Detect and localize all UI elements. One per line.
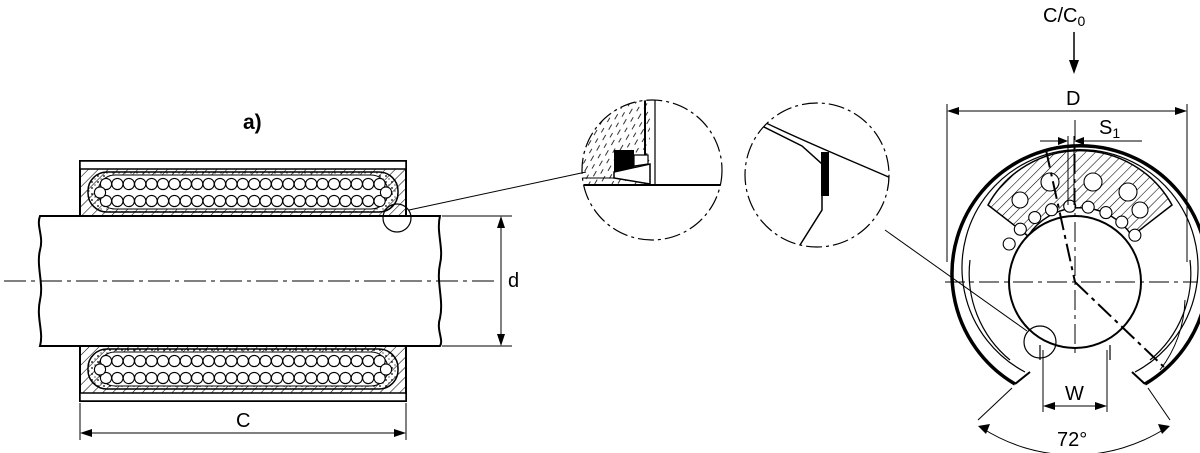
ball-row-bottom xyxy=(93,354,393,385)
detail-seal-1 xyxy=(581,99,723,241)
dim-label-D: D xyxy=(1066,88,1080,110)
outer-ring xyxy=(950,144,1200,386)
ball-row-top xyxy=(93,177,393,208)
front-view: C/C0 D S1 W 72° xyxy=(884,5,1200,453)
load-label: C/C0 xyxy=(1043,5,1085,29)
dim-label-s1: S1 xyxy=(1099,117,1120,141)
side-view: d C a) xyxy=(4,111,587,440)
dim-label-w: W xyxy=(1065,383,1084,405)
dim-label-d: d xyxy=(508,270,519,292)
dim-label-c: C xyxy=(236,410,250,432)
panel-label: a) xyxy=(243,111,262,134)
angle-label: 72° xyxy=(1057,429,1087,451)
detail-seal-2 xyxy=(744,102,890,248)
